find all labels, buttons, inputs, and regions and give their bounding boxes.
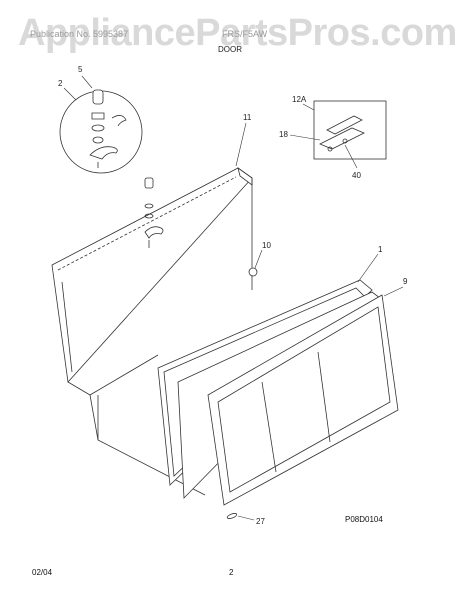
- callout-labels: 5 2 11 12A 18 40 10 1 9 27: [58, 65, 408, 526]
- footer-page-number: 2: [229, 568, 234, 577]
- hinge-detail-circle: [59, 89, 143, 174]
- callout-9: 9: [403, 277, 408, 286]
- callout-40: 40: [352, 171, 361, 180]
- screw-part: [226, 513, 238, 519]
- callout-11: 11: [243, 113, 252, 122]
- callout-2: 2: [58, 79, 63, 88]
- callout-12a: 12A: [292, 95, 307, 104]
- door-liner: [177, 291, 399, 506]
- plug-part: [248, 267, 258, 277]
- leader-lines: [63, 75, 404, 521]
- header-publication-text: Publication No. 5995387: [30, 29, 129, 39]
- callout-27: 27: [256, 517, 265, 526]
- header-model-text: FRS/F5AW: [222, 29, 268, 39]
- handle-bracket: [313, 100, 387, 160]
- diagram-code: P08D0104: [345, 515, 383, 524]
- section-title: DOOR: [218, 45, 242, 54]
- callout-5: 5: [78, 65, 83, 74]
- callout-18: 18: [279, 130, 288, 139]
- callout-1: 1: [378, 245, 383, 254]
- watermark: AppliancePartsPros.com: [18, 12, 457, 54]
- footer-date: 02/04: [32, 568, 53, 577]
- hinge-parts: [144, 177, 164, 248]
- callout-10: 10: [262, 241, 271, 250]
